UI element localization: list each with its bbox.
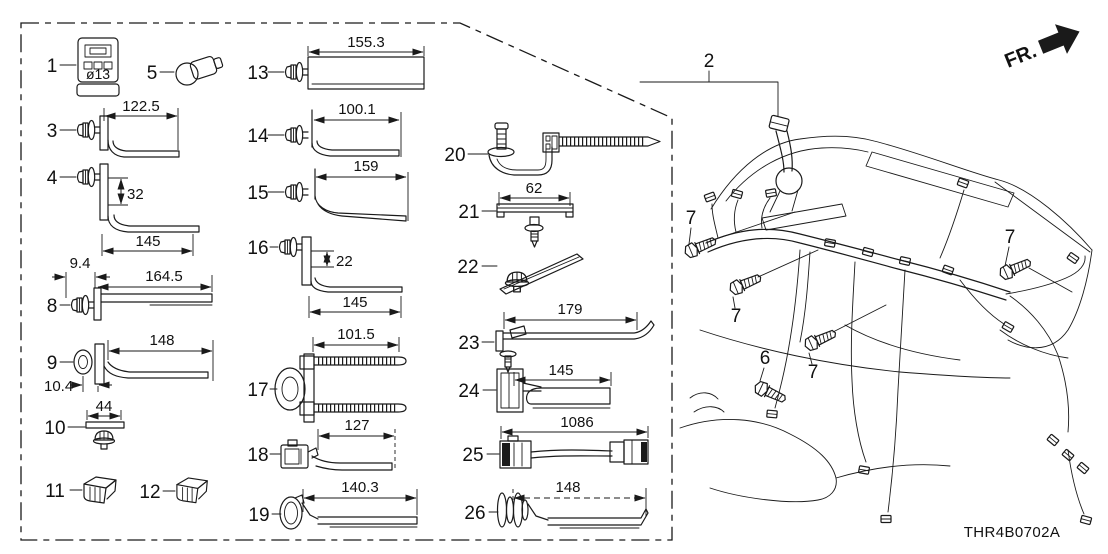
dim-15-length: 159: [353, 158, 378, 175]
diagram-boundary: [20, 22, 673, 541]
callout-item-9: 9 148 10.4: [44, 332, 214, 395]
grommet-icon: [496, 492, 508, 528]
callout-17-number[interactable]: 17: [247, 380, 268, 401]
dim-24-length: 145: [548, 362, 573, 379]
callout-item-26: 26 148: [464, 479, 649, 529]
dim-3-length: 122.5: [122, 98, 160, 115]
dim-4-drop: 32: [127, 186, 144, 203]
callout-item-5: 5: [147, 55, 224, 86]
callout-12-number[interactable]: 12: [139, 482, 160, 503]
callout-14-number[interactable]: 14: [247, 126, 269, 147]
connector-body: [77, 37, 119, 83]
callout-item-8: 8 9.4 164.5: [47, 255, 213, 321]
callout-item-7b: 7: [726, 249, 819, 327]
dim-4-length: 145: [135, 233, 160, 250]
callout-item-6: 6: [751, 348, 789, 407]
callout-item-22: 22: [457, 253, 584, 295]
callout-1-number[interactable]: 1: [47, 56, 58, 77]
callout-7-number[interactable]: 7: [686, 208, 697, 229]
callout-item-4: 4 32 145: [47, 163, 200, 256]
callout-item-20: 20: [444, 122, 661, 176]
connector-body: [280, 444, 309, 469]
callout-20-number[interactable]: 20: [444, 145, 465, 166]
callout-15-number[interactable]: 15: [247, 183, 268, 204]
callout-item-16: 16 22 145: [247, 236, 403, 318]
callout-item-21: 21 62: [458, 180, 574, 248]
callout-item-14: 14 100.1: [247, 101, 402, 157]
callout-item-15: 15 159: [247, 158, 409, 222]
callout-11-number[interactable]: 11: [45, 481, 65, 502]
callout-2-number[interactable]: 2: [704, 51, 715, 72]
wire-harness-assembly: [703, 167, 1093, 526]
dim-25-length: 1086: [560, 414, 593, 431]
callout-13-number[interactable]: 13: [247, 63, 268, 84]
callout-18-number[interactable]: 18: [247, 445, 268, 466]
callout-5-number[interactable]: 5: [147, 63, 158, 84]
fr-direction-arrow: FR.: [1002, 24, 1080, 73]
part-code: THR4B0702A: [964, 524, 1061, 541]
callout-19-number[interactable]: 19: [248, 505, 269, 526]
callout-item-2: 2: [639, 51, 793, 173]
callout-item-12: 12: [139, 477, 208, 504]
callout-16-number[interactable]: 16: [247, 238, 268, 259]
callout-item-7c: 7: [801, 304, 887, 383]
dim-21-length: 62: [526, 180, 543, 197]
grommet-clip-icon: [73, 349, 93, 375]
dim-8-length: 164.5: [145, 268, 183, 285]
callout-item-7d: 7: [996, 227, 1073, 293]
diameter-annotation: ø13: [86, 66, 110, 82]
dim-18-length: 127: [344, 417, 369, 434]
callout-item-18: 18 127: [247, 417, 396, 471]
dim-26-length: 148: [555, 479, 580, 496]
dim-9-length: 148: [149, 332, 174, 349]
dim-16-drop: 22: [336, 253, 353, 270]
callout-22-number[interactable]: 22: [457, 257, 478, 278]
barrel-clip-icon: [274, 367, 306, 411]
dim-10-length: 44: [96, 398, 113, 415]
callout-6-number[interactable]: 6: [760, 348, 771, 369]
callout-21-number[interactable]: 21: [458, 202, 479, 223]
dim-19-length: 140.3: [341, 479, 379, 496]
dim-14-length: 100.1: [338, 101, 376, 118]
callout-item-3: 3 122.5: [47, 98, 180, 158]
callout-item-7a: 7: [681, 208, 796, 261]
dim-9-offset: 10.4: [44, 378, 73, 395]
callout-item-19: 19 140.3: [248, 479, 418, 530]
callout-item-10: 10 44: [44, 398, 125, 450]
callout-26-number[interactable]: 26: [464, 503, 485, 524]
callout-23-number[interactable]: 23: [458, 333, 479, 354]
callout-item-1: 1 ø13: [47, 37, 120, 97]
ring-clip-icon: [279, 496, 303, 530]
callout-24-number[interactable]: 24: [458, 381, 480, 402]
fr-label: FR.: [1002, 40, 1040, 72]
callout-8-number[interactable]: 8: [47, 296, 58, 317]
callout-7-number[interactable]: 7: [808, 362, 819, 383]
callout-4-number[interactable]: 4: [47, 168, 58, 189]
callout-10-number[interactable]: 10: [44, 418, 65, 439]
callout-item-25: 25 1086: [462, 414, 649, 469]
callout-9-number[interactable]: 9: [47, 353, 58, 374]
callout-item-24: 24 145: [458, 362, 612, 413]
bulb-icon: [189, 55, 224, 80]
dim-16-length: 145: [342, 294, 367, 311]
callout-25-number[interactable]: 25: [462, 445, 483, 466]
dim-13-length: 155.3: [347, 34, 385, 51]
callout-item-23: 23 179: [458, 301, 655, 373]
callout-item-13: 13 155.3: [247, 34, 425, 90]
callout-7-number[interactable]: 7: [1005, 227, 1016, 248]
callout-7-number[interactable]: 7: [731, 306, 742, 327]
dim-23-length: 179: [557, 301, 582, 318]
callout-item-11: 11: [45, 476, 117, 504]
callout-3-number[interactable]: 3: [47, 121, 58, 142]
callout-item-17: 17 101.5: [247, 326, 407, 423]
dim-17-length: 101.5: [337, 326, 375, 343]
instrument-panel-outline: [679, 135, 1093, 503]
dim-8-offset: 9.4: [70, 255, 91, 272]
